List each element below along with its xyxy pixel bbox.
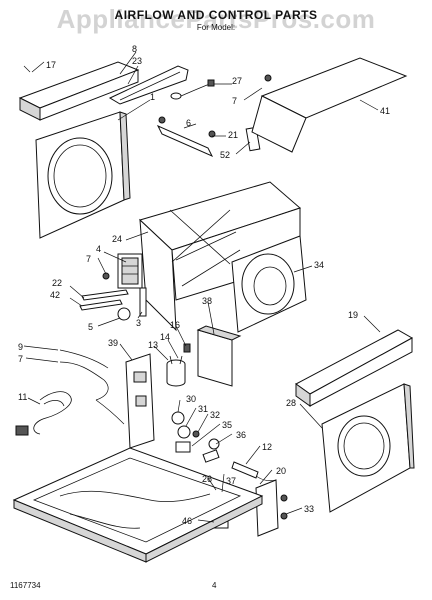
callout-13: 13 <box>148 340 158 350</box>
callout-52: 52 <box>220 150 230 160</box>
power-cord-assembly <box>15 349 125 436</box>
callout-7c: 7 <box>18 354 23 364</box>
callout-3: 3 <box>136 318 141 328</box>
callout-31: 31 <box>198 404 208 414</box>
top-rail-part <box>18 61 140 121</box>
callout-33: 33 <box>304 504 314 514</box>
callout-46: 46 <box>182 516 192 526</box>
leader-lines <box>23 51 381 523</box>
callout-38: 38 <box>202 296 212 306</box>
switch-hardware <box>156 79 261 158</box>
base-pan-part <box>12 447 264 563</box>
callout-labels: 17 8 23 27 7 41 1 6 21 52 24 4 7 34 22 4… <box>18 44 390 526</box>
side-panel-part <box>321 383 415 513</box>
control-box-bracket <box>196 325 242 387</box>
callout-35: 35 <box>222 420 232 430</box>
callout-41: 41 <box>380 106 390 116</box>
switch-knobs <box>171 411 220 463</box>
callout-30: 30 <box>186 394 196 404</box>
callout-14: 14 <box>160 332 170 342</box>
thermostat-part <box>231 461 277 482</box>
rear-panel-part <box>255 479 288 537</box>
callout-34: 34 <box>314 260 324 270</box>
callout-7a: 7 <box>232 96 237 106</box>
callout-22: 22 <box>52 278 62 288</box>
callout-23: 23 <box>132 56 142 66</box>
callout-16: 16 <box>170 320 180 330</box>
callout-28: 28 <box>286 398 296 408</box>
partition-panel-part <box>139 181 301 332</box>
page-number: 4 <box>212 581 217 590</box>
front-panel-part <box>35 111 131 239</box>
callout-5: 5 <box>88 322 93 332</box>
callout-36: 36 <box>236 430 246 440</box>
doc-number: 1167734 <box>10 581 41 590</box>
callout-12: 12 <box>262 442 272 452</box>
callout-26: 26 <box>202 474 212 484</box>
callout-1: 1 <box>150 92 155 102</box>
callout-17: 17 <box>46 60 56 70</box>
bracket-part <box>108 65 189 105</box>
top-cover-part <box>251 57 408 153</box>
callout-7b: 7 <box>86 254 91 264</box>
callout-11: 11 <box>18 392 27 402</box>
callout-4: 4 <box>96 244 101 254</box>
blower-housing-part <box>231 235 307 333</box>
callout-21: 21 <box>228 130 238 140</box>
control-bracket-part <box>102 253 147 317</box>
callout-27: 27 <box>232 76 242 86</box>
callout-39: 39 <box>108 338 118 348</box>
callout-32: 32 <box>210 410 220 420</box>
capacitor-part <box>166 343 191 387</box>
callout-19: 19 <box>348 310 358 320</box>
callout-42: 42 <box>50 290 60 300</box>
page-subtitle: For Model: <box>196 23 236 32</box>
callout-8: 8 <box>132 44 137 54</box>
watermark: AppliancePartsPros.com <box>56 4 376 34</box>
callout-24: 24 <box>112 234 122 244</box>
callout-9: 9 <box>18 342 23 352</box>
side-channel-part <box>295 329 414 407</box>
control-panel-part <box>125 353 155 449</box>
callout-37: 37 <box>226 476 236 486</box>
callout-6: 6 <box>186 118 191 128</box>
page-title: AIRFLOW AND CONTROL PARTS <box>114 8 318 22</box>
linkage-rods <box>79 289 131 321</box>
callout-20: 20 <box>276 466 286 476</box>
